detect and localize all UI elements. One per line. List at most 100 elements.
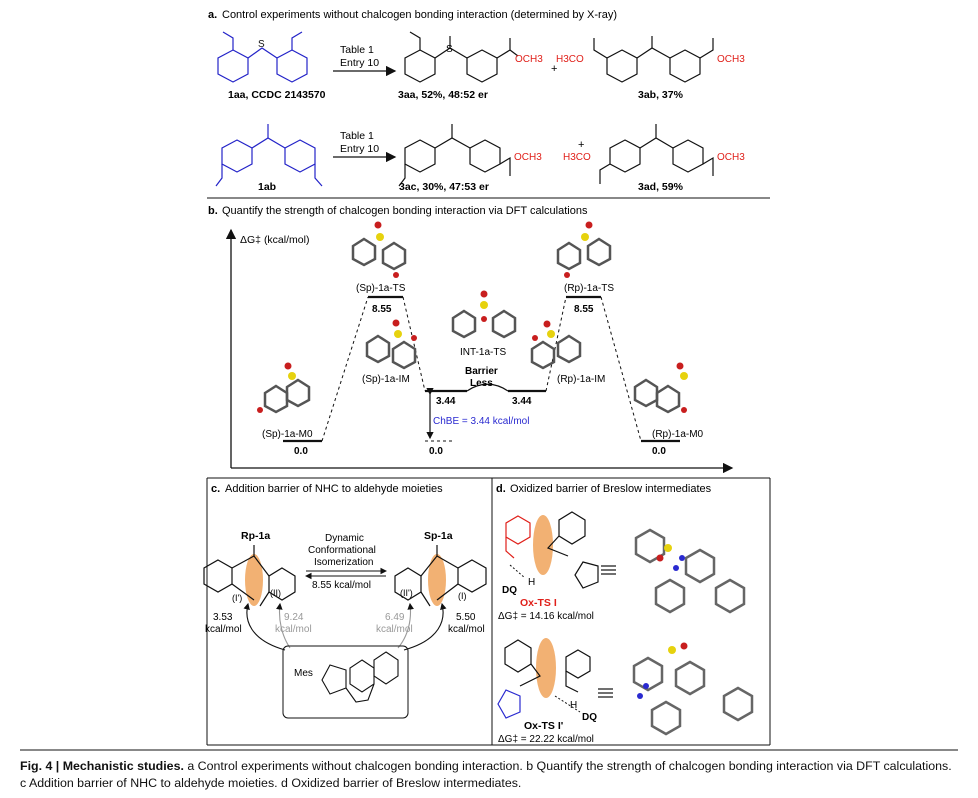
conditions-row2-line2: Entry 10	[340, 143, 379, 155]
barrier-9-24-unit: kcal/mol	[275, 624, 312, 635]
structure-rp-m0	[633, 362, 688, 414]
ox-ts-i-3d	[634, 528, 746, 614]
barrier-6-49: 6.49	[385, 612, 405, 623]
molecule-3aa	[404, 31, 519, 83]
barrier-3-53-unit: kcal/mol	[205, 624, 242, 635]
nhc-catalyst-box	[282, 645, 409, 719]
energy-connectors	[321, 296, 642, 442]
figure-caption: Fig. 4 | Mechanistic studies. a Control …	[20, 758, 960, 792]
product-label-3ac: 3ac, 30%, 47:53 er	[399, 181, 489, 193]
ox-ts-i-h: H	[528, 577, 535, 588]
molecule-label-1ab: 1ab	[258, 181, 276, 193]
site-ii: (II)	[270, 588, 281, 598]
barrier-less-line2: Less	[470, 378, 493, 389]
structure-int-ts	[451, 290, 517, 339]
panel-a-title: Control experiments without chalcogen bo…	[222, 9, 617, 21]
atom-och3-3ad: OCH3	[717, 152, 745, 163]
isomerization-line3: Isomerization	[314, 557, 373, 568]
state-value-sp-ts: 8.55	[372, 304, 392, 315]
isomerization-line1: Dynamic	[325, 533, 364, 544]
structure-rp-ts	[556, 221, 612, 278]
molecule-sp-1a	[394, 545, 487, 607]
atom-och3-3aa: OCH3	[515, 54, 543, 65]
ox-ts-i-structure	[505, 511, 599, 589]
state-value-chbe-zero: 0.0	[429, 446, 443, 457]
barrier-less-line1: Barrier	[465, 366, 498, 377]
site-i: (I)	[458, 591, 467, 601]
state-label-rp-m0: (Rp)-1a-M0	[652, 429, 704, 440]
atom-s-3aa: S	[446, 44, 453, 55]
panel-d-title: Oxidized barrier of Breslow intermediate…	[510, 483, 712, 495]
molecule-1ab	[215, 124, 323, 187]
isomer-rp-1a: Rp-1a	[241, 530, 270, 542]
ox-ts-i-energy: ΔG‡ = 14.16 kcal/mol	[498, 611, 594, 622]
barrier-arcs	[243, 602, 447, 651]
energy-y-axis-label: ΔG‡ (kcal/mol)	[240, 234, 309, 246]
state-label-sp-ts: (Sp)-1a-TS	[356, 283, 406, 294]
molecule-1aa	[217, 31, 308, 83]
barrierless-path	[466, 383, 509, 392]
panel-a: a. Control experiments without chalcogen…	[208, 9, 745, 193]
equivalence-sign-2	[598, 688, 613, 698]
ox-ts-i-prime-h: H	[570, 700, 577, 711]
atom-och3-3ac: OCH3	[514, 152, 542, 163]
molecule-3ad	[599, 124, 714, 184]
conditions-row1-line2: Entry 10	[340, 57, 379, 69]
atom-s: S	[258, 39, 265, 50]
structure-sp-ts	[351, 221, 407, 278]
caption-figure-label: Fig. 4 | Mechanistic studies.	[20, 759, 184, 773]
barrier-5-50-unit: kcal/mol	[448, 624, 485, 635]
barrier-9-24: 9.24	[284, 612, 304, 623]
barrier-3-53: 3.53	[213, 612, 233, 623]
isomerization-energy: 8.55 kcal/mol	[312, 580, 371, 591]
state-value-sp-m0: 0.0	[294, 446, 308, 457]
site-ii-prime: (II')	[400, 588, 413, 598]
state-value-rp-im: 3.44	[512, 396, 532, 407]
barrier-5-50: 5.50	[456, 612, 476, 623]
site-i-prime: (I')	[232, 593, 242, 603]
ox-ts-i-prime-structure	[497, 638, 591, 719]
atom-h3co-3ab: H3CO	[556, 54, 584, 65]
panel-c-title: Addition barrier of NHC to aldehyde moie…	[225, 483, 443, 495]
nhc-catalyst-structure	[321, 651, 399, 703]
panel-frames	[20, 197, 958, 751]
conditions-row1-line1: Table 1	[340, 44, 374, 56]
product-label-3ad: 3ad, 59%	[638, 181, 684, 193]
product-label-3aa: 3aa, 52%, 48:52 er	[398, 89, 488, 101]
state-value-rp-m0: 0.0	[652, 446, 666, 457]
molecule-label-1aa: 1aa, CCDC 2143570	[228, 89, 326, 101]
molecule-3ab	[593, 36, 714, 83]
panel-c-letter: c.	[211, 483, 220, 495]
atom-och3-3ab: OCH3	[717, 54, 745, 65]
nhc-mes-label: Mes	[294, 668, 313, 679]
panel-b-title: Quantify the strength of chalcogen bondi…	[222, 205, 588, 217]
state-value-sp-im: 3.44	[436, 396, 456, 407]
molecule-3ac	[398, 124, 511, 187]
ox-ts-i-name: Ox-TS I	[520, 597, 557, 609]
state-label-sp-m0: (Sp)-1a-M0	[262, 429, 313, 440]
molecule-rp-1a	[203, 545, 296, 607]
state-label-int-ts: INT-1a-TS	[460, 347, 506, 358]
panel-d-letter: d.	[496, 483, 506, 495]
ox-ts-i-dq: DQ	[502, 585, 517, 596]
ox-ts-i-prime-dq: DQ	[582, 712, 597, 723]
plus-sign-row1: +	[551, 63, 557, 75]
panel-c: c. Addition barrier of NHC to aldehyde m…	[203, 483, 487, 719]
equivalence-sign-1	[601, 565, 616, 575]
caption-text: a Control experiments without chalcogen …	[20, 759, 952, 790]
ox-ts-i-prime-3d	[632, 642, 754, 736]
state-label-rp-im: (Rp)-1a-IM	[557, 374, 605, 385]
structure-sp-m0	[257, 362, 311, 414]
panel-d: d. Oxidized barrier of Breslow intermedi…	[496, 483, 754, 745]
product-label-3ab: 3ab, 37%	[638, 89, 684, 101]
state-value-rp-ts: 8.55	[574, 304, 594, 315]
barrier-6-49-unit: kcal/mol	[376, 624, 413, 635]
structure-sp-im	[365, 319, 417, 370]
state-label-sp-im: (Sp)-1a-IM	[362, 374, 410, 385]
panel-b-letter: b.	[208, 205, 218, 217]
conditions-row2-line1: Table 1	[340, 130, 374, 142]
panel-b: b. Quantify the strength of chalcogen bo…	[208, 205, 734, 474]
state-label-rp-ts: (Rp)-1a-TS	[564, 283, 614, 294]
atom-h3co-3ad: H3CO	[563, 152, 591, 163]
